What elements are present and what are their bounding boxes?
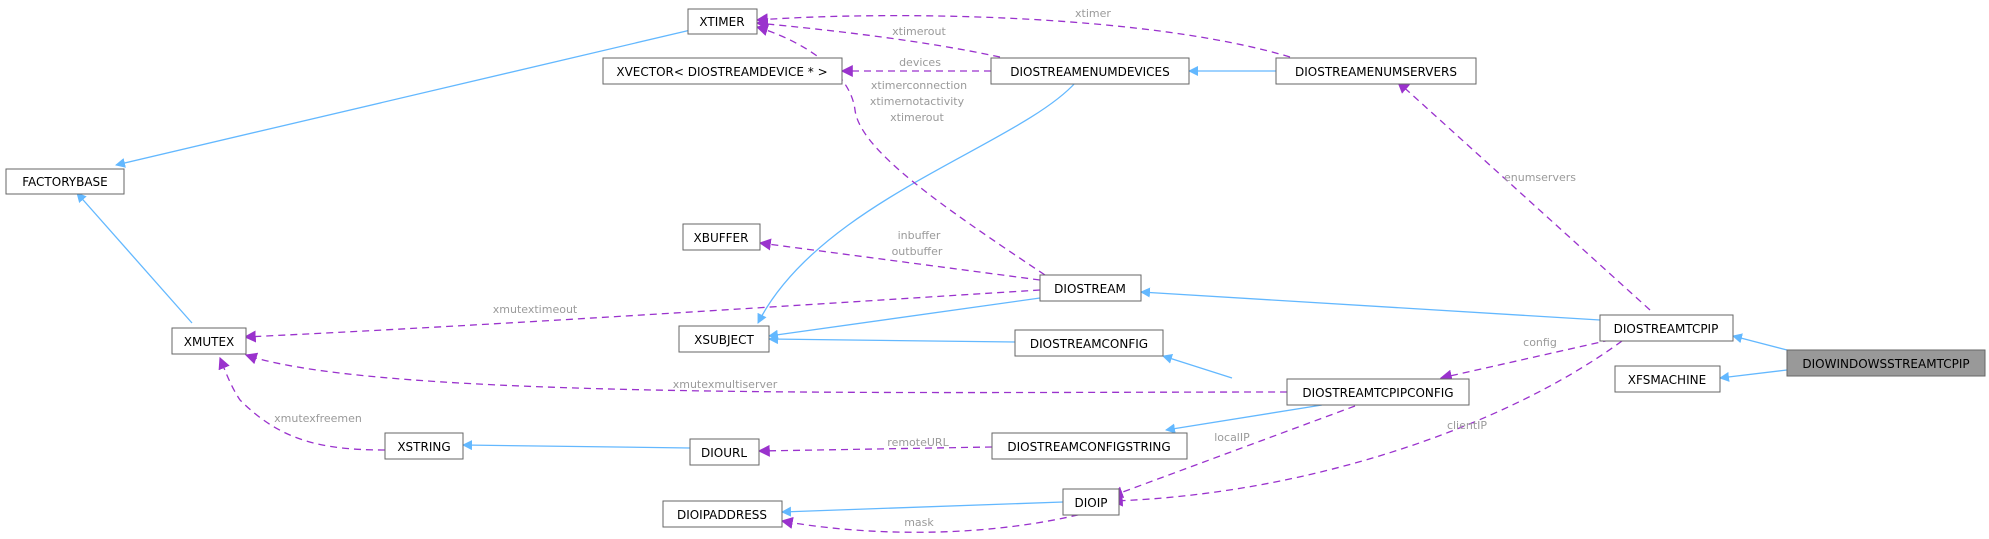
node-label: DIOWINDOWSSTREAMTCPIP [1802,357,1969,371]
edge-label-config: config [1523,336,1557,349]
node-label: XBUFFER [694,231,749,245]
edges [76,13,1788,533]
node-diostream[interactable]: DIOSTREAM [1039,274,1142,302]
edge-label-inbuffer: inbuffer [898,229,941,242]
edge-label-xmutexmultiserver: xmutexmultiserver [673,378,778,391]
node-diostreamenumdevices[interactable]: DIOSTREAMENUMDEVICES [990,57,1190,85]
edge-label-mask: mask [904,516,934,529]
node-diourl[interactable]: DIOURL [689,438,760,466]
edge-xstring-xmutex [218,356,386,451]
node-label: FACTORYBASE [22,175,108,189]
node-label: XFSMACHINE [1628,373,1706,387]
edge-streamtcpip-dioip [1110,340,1623,507]
edge-dioip-dioipaddress [781,501,1064,517]
node-xvector[interactable]: XVECTOR< DIOSTREAMDEVICE * > [602,57,843,85]
edge-diourl-xstring [462,440,691,451]
edge-xmutex-factorybase [76,192,193,324]
edge-diostream-xtimer [755,24,1046,276]
edge-configstring-diourl [757,444,993,457]
node-xstring[interactable]: XSTRING [384,432,464,460]
edge-enumdevices-xtimer [755,18,1001,58]
node-label: XMUTEX [184,335,235,349]
edge-streamtcpip-diostream [1140,287,1601,321]
node-label: DIOSTREAMTCPIP [1614,322,1719,336]
node-label: DIOIPADDRESS [677,508,767,522]
edge-tcpipconfig-xmutex [244,352,1288,394]
node-dioipaddress[interactable]: DIOIPADDRESS [662,500,783,528]
edge-label-remoteURL: remoteURL [887,436,949,449]
edge-streamtcpip-enumservers [1397,81,1651,311]
node-diowindowsstreamtcpip[interactable]: DIOWINDOWSSTREAMTCPIP [1786,349,1986,377]
node-xbuffer[interactable]: XBUFFER [682,223,761,251]
edge-streamconfig-xsubject [768,334,1016,345]
edge-label-localIP: localIP [1214,431,1250,444]
node-diostreamconfigstring[interactable]: DIOSTREAMCONFIGSTRING [991,432,1188,460]
edge-tcpipconfig-streamconfig [1162,353,1233,379]
edge-label-outbuffer: outbuffer [892,245,943,258]
node-label: DIOSTREAMENUMSERVERS [1295,65,1457,79]
node-label: DIOSTREAMCONFIG [1030,337,1148,351]
edge-tcpipconfig-configstring [1165,404,1323,434]
node-label: DIOSTREAM [1054,282,1126,296]
node-xtimer[interactable]: XTIMER [687,8,758,35]
edge-label-enumservers: enumservers [1504,171,1576,184]
edge-label-xtimerconnection: xtimerconnection [871,79,967,92]
node-diostreamenumservers[interactable]: DIOSTREAMENUMSERVERS [1275,57,1477,85]
node-label: DIOSTREAMCONFIGSTRING [1007,440,1170,454]
node-label: DIOSTREAMTCPIPCONFIG [1302,386,1453,400]
node-label: DIOSTREAMENUMDEVICES [1010,65,1170,79]
node-diostreamtcpipconfig[interactable]: DIOSTREAMTCPIPCONFIG [1286,378,1470,406]
edge-windowstcpip-streamtcpip [1732,333,1788,351]
edge-enumdevices-xsubject [757,81,1077,324]
edge-streamtcpip-tcpipconfig [1439,339,1611,382]
node-xsubject[interactable]: XSUBJECT [678,325,770,353]
node-diostreamconfig[interactable]: DIOSTREAMCONFIG [1014,329,1164,357]
node-label: XVECTOR< DIOSTREAMDEVICE * > [616,65,827,79]
node-label: XSTRING [397,440,450,454]
edge-diostream-xsubject [768,297,1041,340]
edge-label-clientIP: clientIP [1447,419,1487,432]
edge-windowstcpip-xfsmachine [1719,369,1788,382]
edge-xtimer-factorybase [115,28,696,168]
edge-label-xtimerout-stream: xtimerout [890,111,944,124]
node-label: XTIMER [699,15,744,29]
node-label: XSUBJECT [694,333,754,347]
nodes: XTIMER XVECTOR< DIOSTREAMDEVICE * > DIOS… [5,8,1986,528]
edge-dioip-dioipaddress-mask [780,511,1091,533]
edge-label-xtimernotactivity: xtimernotactivity [870,95,965,108]
edge-labels: xtimer xtimerout devices xtimerconnectio… [274,7,1576,529]
edge-label-xtimer: xtimer [1075,7,1111,20]
edge-label-xmutextimeout: xmutextimeout [493,303,578,316]
node-xfsmachine[interactable]: XFSMACHINE [1614,365,1721,393]
edge-label-xtimerout-devices: xtimerout [892,25,946,38]
node-diostreamtcpip[interactable]: DIOSTREAMTCPIP [1599,314,1734,342]
node-dioip[interactable]: DIOIP [1062,488,1120,516]
node-label: DIOIP [1075,496,1108,510]
node-xmutex[interactable]: XMUTEX [171,327,247,355]
node-label: DIOURL [701,446,747,460]
node-factorybase[interactable]: FACTORYBASE [5,168,125,195]
edge-servers-xtimer [755,13,1291,58]
edge-label-xmutexfreemen: xmutexfreemen [274,412,362,425]
edge-diostream-xmutex [243,289,1041,343]
edge-label-devices: devices [899,56,941,69]
